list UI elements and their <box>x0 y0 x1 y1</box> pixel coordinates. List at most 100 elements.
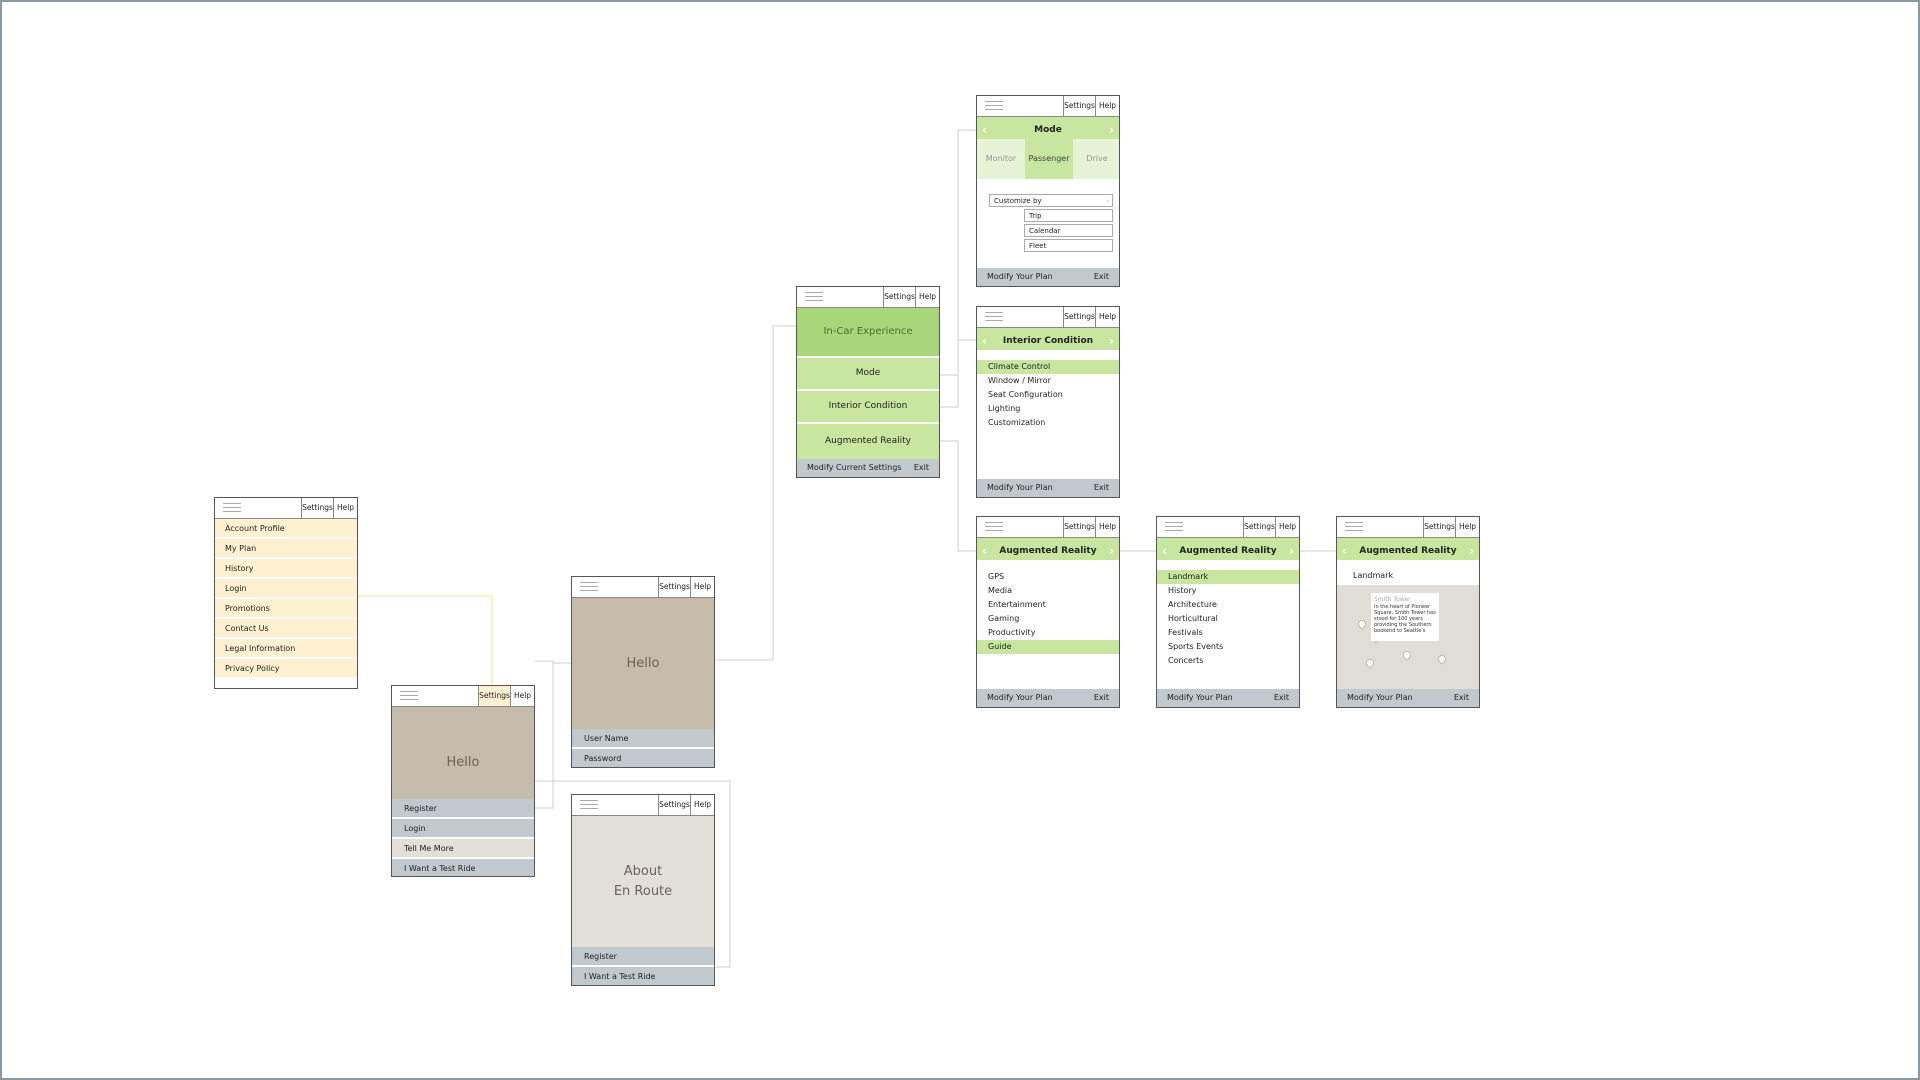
interior-condition-button[interactable]: Interior Condition <box>797 391 939 424</box>
list-item-concerts[interactable]: Concerts <box>1168 656 1204 665</box>
hamburger-menu-icon[interactable] <box>580 800 598 810</box>
customize-option-calendar[interactable]: Calendar <box>1024 224 1113 237</box>
hamburger-menu-icon[interactable] <box>805 292 823 302</box>
user-name-field[interactable]: User Name <box>572 729 714 748</box>
menu-item-account-profile[interactable]: Account Profile <box>215 519 357 538</box>
list-item-gps[interactable]: GPS <box>988 572 1005 581</box>
list-item-gaming[interactable]: Gaming <box>988 614 1020 623</box>
menu-item-contact-us[interactable]: Contact Us <box>215 619 357 638</box>
menu-item-history[interactable]: History <box>215 559 357 578</box>
list-item-entertainment[interactable]: Entertainment <box>988 600 1046 609</box>
help-button[interactable]: Help <box>1275 517 1299 537</box>
exit-button[interactable]: Exit <box>1273 693 1289 702</box>
modify-your-plan-button[interactable]: Modify Your Plan <box>1347 693 1413 702</box>
map-pin-icon[interactable] <box>1401 649 1413 661</box>
help-button[interactable]: Help <box>690 577 714 597</box>
hamburger-menu-icon[interactable] <box>985 312 1003 322</box>
chevron-right-icon[interactable]: › <box>1469 544 1474 558</box>
password-field[interactable]: Password <box>572 749 714 767</box>
menu-item-my-plan[interactable]: My Plan <box>215 539 357 558</box>
list-item-history[interactable]: History <box>1168 586 1197 595</box>
hamburger-menu-icon[interactable] <box>1345 522 1363 532</box>
modify-your-plan-button[interactable]: Modify Your Plan <box>987 483 1053 492</box>
help-button[interactable]: Help <box>1095 96 1119 116</box>
map-pin-icon[interactable] <box>1436 653 1448 665</box>
list-item-horticultural[interactable]: Horticultural <box>1168 614 1218 623</box>
list-item-landmark[interactable]: Landmark <box>1157 570 1299 584</box>
help-button[interactable]: Help <box>333 498 357 518</box>
mode-button[interactable]: Mode <box>797 358 939 391</box>
augmented-reality-button[interactable]: Augmented Reality <box>797 424 939 461</box>
chevron-right-icon[interactable]: › <box>1109 123 1114 137</box>
hamburger-menu-icon[interactable] <box>580 582 598 592</box>
hamburger-menu-icon[interactable] <box>223 503 241 513</box>
menu-item-promotions[interactable]: Promotions <box>215 599 357 618</box>
list-item-architecture[interactable]: Architecture <box>1168 600 1217 609</box>
chevron-left-icon[interactable]: ‹ <box>982 544 987 558</box>
help-button[interactable]: Help <box>1455 517 1479 537</box>
settings-button[interactable]: Settings <box>883 287 915 307</box>
help-button[interactable]: Help <box>690 795 714 815</box>
hamburger-menu-icon[interactable] <box>400 691 418 701</box>
settings-button[interactable]: Settings <box>1063 307 1095 327</box>
exit-button[interactable]: Exit <box>1093 693 1109 702</box>
modify-your-plan-button[interactable]: Modify Your Plan <box>1167 693 1233 702</box>
tell-me-more-button[interactable]: Tell Me More <box>392 839 534 858</box>
hamburger-menu-icon[interactable] <box>985 522 1003 532</box>
list-item-customization[interactable]: Customization <box>988 418 1046 427</box>
test-ride-button[interactable]: I Want a Test Ride <box>572 967 714 985</box>
help-button[interactable]: Help <box>915 287 939 307</box>
customize-option-fleet[interactable]: Fleet <box>1024 239 1113 252</box>
menu-item-legal-information[interactable]: Legal Information <box>215 639 357 658</box>
list-item-sports-events[interactable]: Sports Events <box>1168 642 1224 651</box>
settings-button[interactable]: Settings <box>658 795 690 815</box>
menu-item-privacy-policy[interactable]: Privacy Policy <box>215 659 357 678</box>
chevron-left-icon[interactable]: ‹ <box>1162 544 1167 558</box>
chevron-left-icon[interactable]: ‹ <box>1342 544 1347 558</box>
chevron-left-icon[interactable]: ‹ <box>982 334 987 348</box>
list-item-productivity[interactable]: Productivity <box>988 628 1036 637</box>
chevron-right-icon[interactable]: › <box>1109 334 1114 348</box>
list-item-media[interactable]: Media <box>988 586 1013 595</box>
register-button[interactable]: Register <box>572 947 714 966</box>
help-button[interactable]: Help <box>510 686 534 706</box>
list-item-festivals[interactable]: Festivals <box>1168 628 1203 637</box>
list-item-window-mirror[interactable]: Window / Mirror <box>988 376 1051 385</box>
list-item-seat-configuration[interactable]: Seat Configuration <box>988 390 1063 399</box>
hamburger-menu-icon[interactable] <box>1165 522 1183 532</box>
customize-option-trip[interactable]: Trip <box>1024 209 1113 222</box>
register-button[interactable]: Register <box>392 799 534 818</box>
chevron-left-icon[interactable]: ‹ <box>982 123 987 137</box>
tab-drive[interactable]: Drive <box>1073 139 1119 179</box>
tab-monitor[interactable]: Monitor <box>977 139 1025 179</box>
list-item-lighting[interactable]: Lighting <box>988 404 1021 413</box>
exit-button[interactable]: Exit <box>1093 272 1109 281</box>
settings-button[interactable]: Settings <box>658 577 690 597</box>
test-ride-button[interactable]: I Want a Test Ride <box>392 859 534 876</box>
list-item-climate-control[interactable]: Climate Control <box>977 360 1119 374</box>
menu-item-login[interactable]: Login <box>215 579 357 598</box>
help-button[interactable]: Help <box>1095 307 1119 327</box>
modify-current-settings-button[interactable]: Modify Current Settings <box>807 463 902 472</box>
settings-button[interactable]: Settings <box>1063 96 1095 116</box>
chevron-right-icon[interactable]: › <box>1289 544 1294 558</box>
customize-by-select[interactable]: Customize by › <box>989 194 1113 207</box>
map-pin-icon[interactable] <box>1364 657 1376 669</box>
exit-button[interactable]: Exit <box>913 463 929 472</box>
settings-button[interactable]: Settings <box>1063 517 1095 537</box>
tab-passenger[interactable]: Passenger <box>1025 139 1073 179</box>
map-pin-icon[interactable] <box>1356 618 1368 630</box>
modify-your-plan-button[interactable]: Modify Your Plan <box>987 272 1053 281</box>
help-button[interactable]: Help <box>1095 517 1119 537</box>
settings-button[interactable]: Settings <box>478 686 510 706</box>
settings-button[interactable]: Settings <box>1423 517 1455 537</box>
chevron-right-icon[interactable]: › <box>1109 544 1114 558</box>
settings-button[interactable]: Settings <box>1243 517 1275 537</box>
hamburger-menu-icon[interactable] <box>985 101 1003 111</box>
landmark-map[interactable]: Smith Tower In the heart of Pioneer Squa… <box>1337 585 1479 689</box>
login-button[interactable]: Login <box>392 819 534 838</box>
modify-your-plan-button[interactable]: Modify Your Plan <box>987 693 1053 702</box>
exit-button[interactable]: Exit <box>1093 483 1109 492</box>
list-item-guide[interactable]: Guide <box>977 640 1119 654</box>
settings-button[interactable]: Settings <box>301 498 333 518</box>
